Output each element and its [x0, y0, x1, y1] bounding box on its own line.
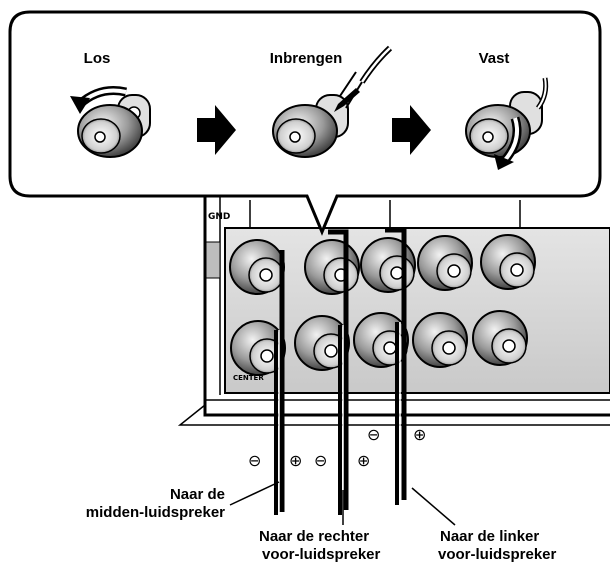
center-label: CENTER: [233, 374, 264, 382]
plus-symbol-center: ⊕: [289, 451, 302, 470]
plus-symbol-front-right: ⊕: [357, 451, 370, 470]
step-arrow-1: [197, 105, 236, 155]
cable-front-right: [328, 229, 349, 515]
tighten-terminal-illustration: [465, 77, 549, 170]
cable-front-left: [385, 227, 407, 505]
step-insert-label: Inbrengen: [270, 50, 343, 67]
front-left-speaker-label-line2: voor-luidspreker: [438, 546, 557, 563]
terminal-bottom-4[interactable]: [412, 312, 468, 368]
terminal-top-4[interactable]: [417, 235, 473, 291]
terminal-front-left-plus[interactable]: [360, 237, 416, 293]
front-left-speaker-label-line1: Naar de linker: [440, 528, 539, 545]
terminal-front-right-plus[interactable]: [304, 239, 360, 295]
terminal-front-left-minus[interactable]: [353, 312, 409, 368]
center-speaker-label-line1: Naar de: [170, 486, 225, 503]
terminal-center-plus[interactable]: [229, 239, 285, 295]
receiver-back-panel: GND CENTER: [177, 190, 610, 426]
polarity-symbols: ⊖ ⊕ ⊖ ⊕ ⊖ ⊕: [248, 425, 426, 470]
step-tighten-label: Vast: [479, 50, 510, 67]
plus-symbol-front-left: ⊕: [413, 425, 426, 444]
minus-symbol-front-left: ⊖: [367, 425, 380, 444]
front-right-speaker-label-line1: Naar de rechter: [259, 528, 369, 545]
center-speaker-label-line2: midden-luidspreker: [86, 504, 225, 521]
terminal-bottom-5[interactable]: [472, 310, 528, 366]
step-arrow-2: [392, 105, 431, 155]
destination-labels: Naar de midden-luidspreker Naar de recht…: [86, 486, 557, 563]
minus-symbol-center: ⊖: [248, 451, 261, 470]
terminal-top-5[interactable]: [480, 234, 536, 290]
front-right-speaker-label-line2: voor-luidspreker: [262, 546, 381, 563]
loosen-terminal-illustration: [70, 86, 151, 158]
gnd-label: GND: [208, 212, 230, 222]
minus-symbol-front-right: ⊖: [314, 451, 327, 470]
leader-lines: [229, 481, 456, 526]
insert-wire-illustration: [272, 45, 393, 158]
step-loosen-label: Los: [84, 50, 111, 67]
terminals-bottom-row: [230, 310, 528, 376]
